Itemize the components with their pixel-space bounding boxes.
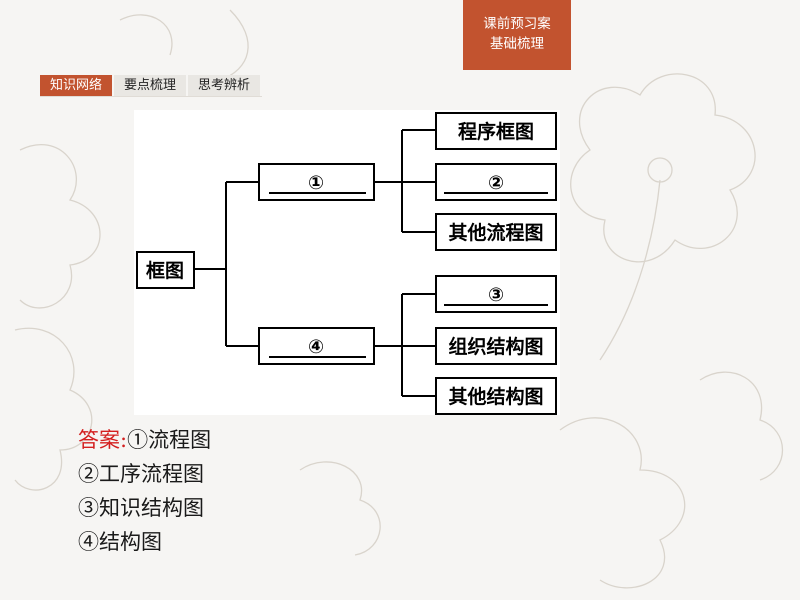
tab-key-points[interactable]: 要点梳理 [114, 75, 187, 96]
tab-reflection[interactable]: 思考辨析 [188, 75, 261, 96]
b2-child2-label: 组织结构图 [448, 335, 543, 358]
b1-child1-label: 程序框图 [458, 120, 534, 143]
root-label: 框图 [146, 259, 184, 282]
root-box [136, 251, 195, 289]
b2-child2-box [435, 327, 557, 365]
answer-label: 答案: [78, 428, 128, 452]
b1-child3-box [435, 213, 557, 251]
b1-child1-box [435, 112, 557, 150]
answer-text-1: ①流程图 [127, 428, 212, 452]
section-tag-line1: 课前预习案 [483, 16, 551, 32]
concept-diagram: 框图 ① ④ 程序框图 ② 其他流程图 ③ 组织结构图 其他结构图 [134, 110, 560, 415]
branch2-label: ④ [308, 336, 324, 358]
tab-bar: 知识网络 要点梳理 思考辨析 [40, 75, 263, 97]
answer-block: 答案:①流程图 ②工序流程图 ③知识结构图 ④结构图 [78, 423, 211, 559]
b2-child3-box [435, 377, 557, 415]
section-tag: 课前预习案 基础梳理 [463, 0, 571, 70]
b2-child1-label: ③ [488, 284, 504, 306]
b2-child3-label: 其他结构图 [448, 385, 543, 408]
branch1-label: ① [308, 172, 324, 194]
b1-child3-label: 其他流程图 [448, 221, 543, 244]
section-tag-line2: 基础梳理 [490, 36, 544, 52]
answer-line-4: ④结构图 [78, 530, 162, 554]
answer-line-2: ②工序流程图 [78, 462, 204, 486]
answer-line-3: ③知识结构图 [78, 496, 204, 520]
b1-child2-label: ② [488, 172, 504, 194]
tab-knowledge-network[interactable]: 知识网络 [40, 75, 113, 96]
answer-line-1: 答案:①流程图 [78, 423, 211, 457]
